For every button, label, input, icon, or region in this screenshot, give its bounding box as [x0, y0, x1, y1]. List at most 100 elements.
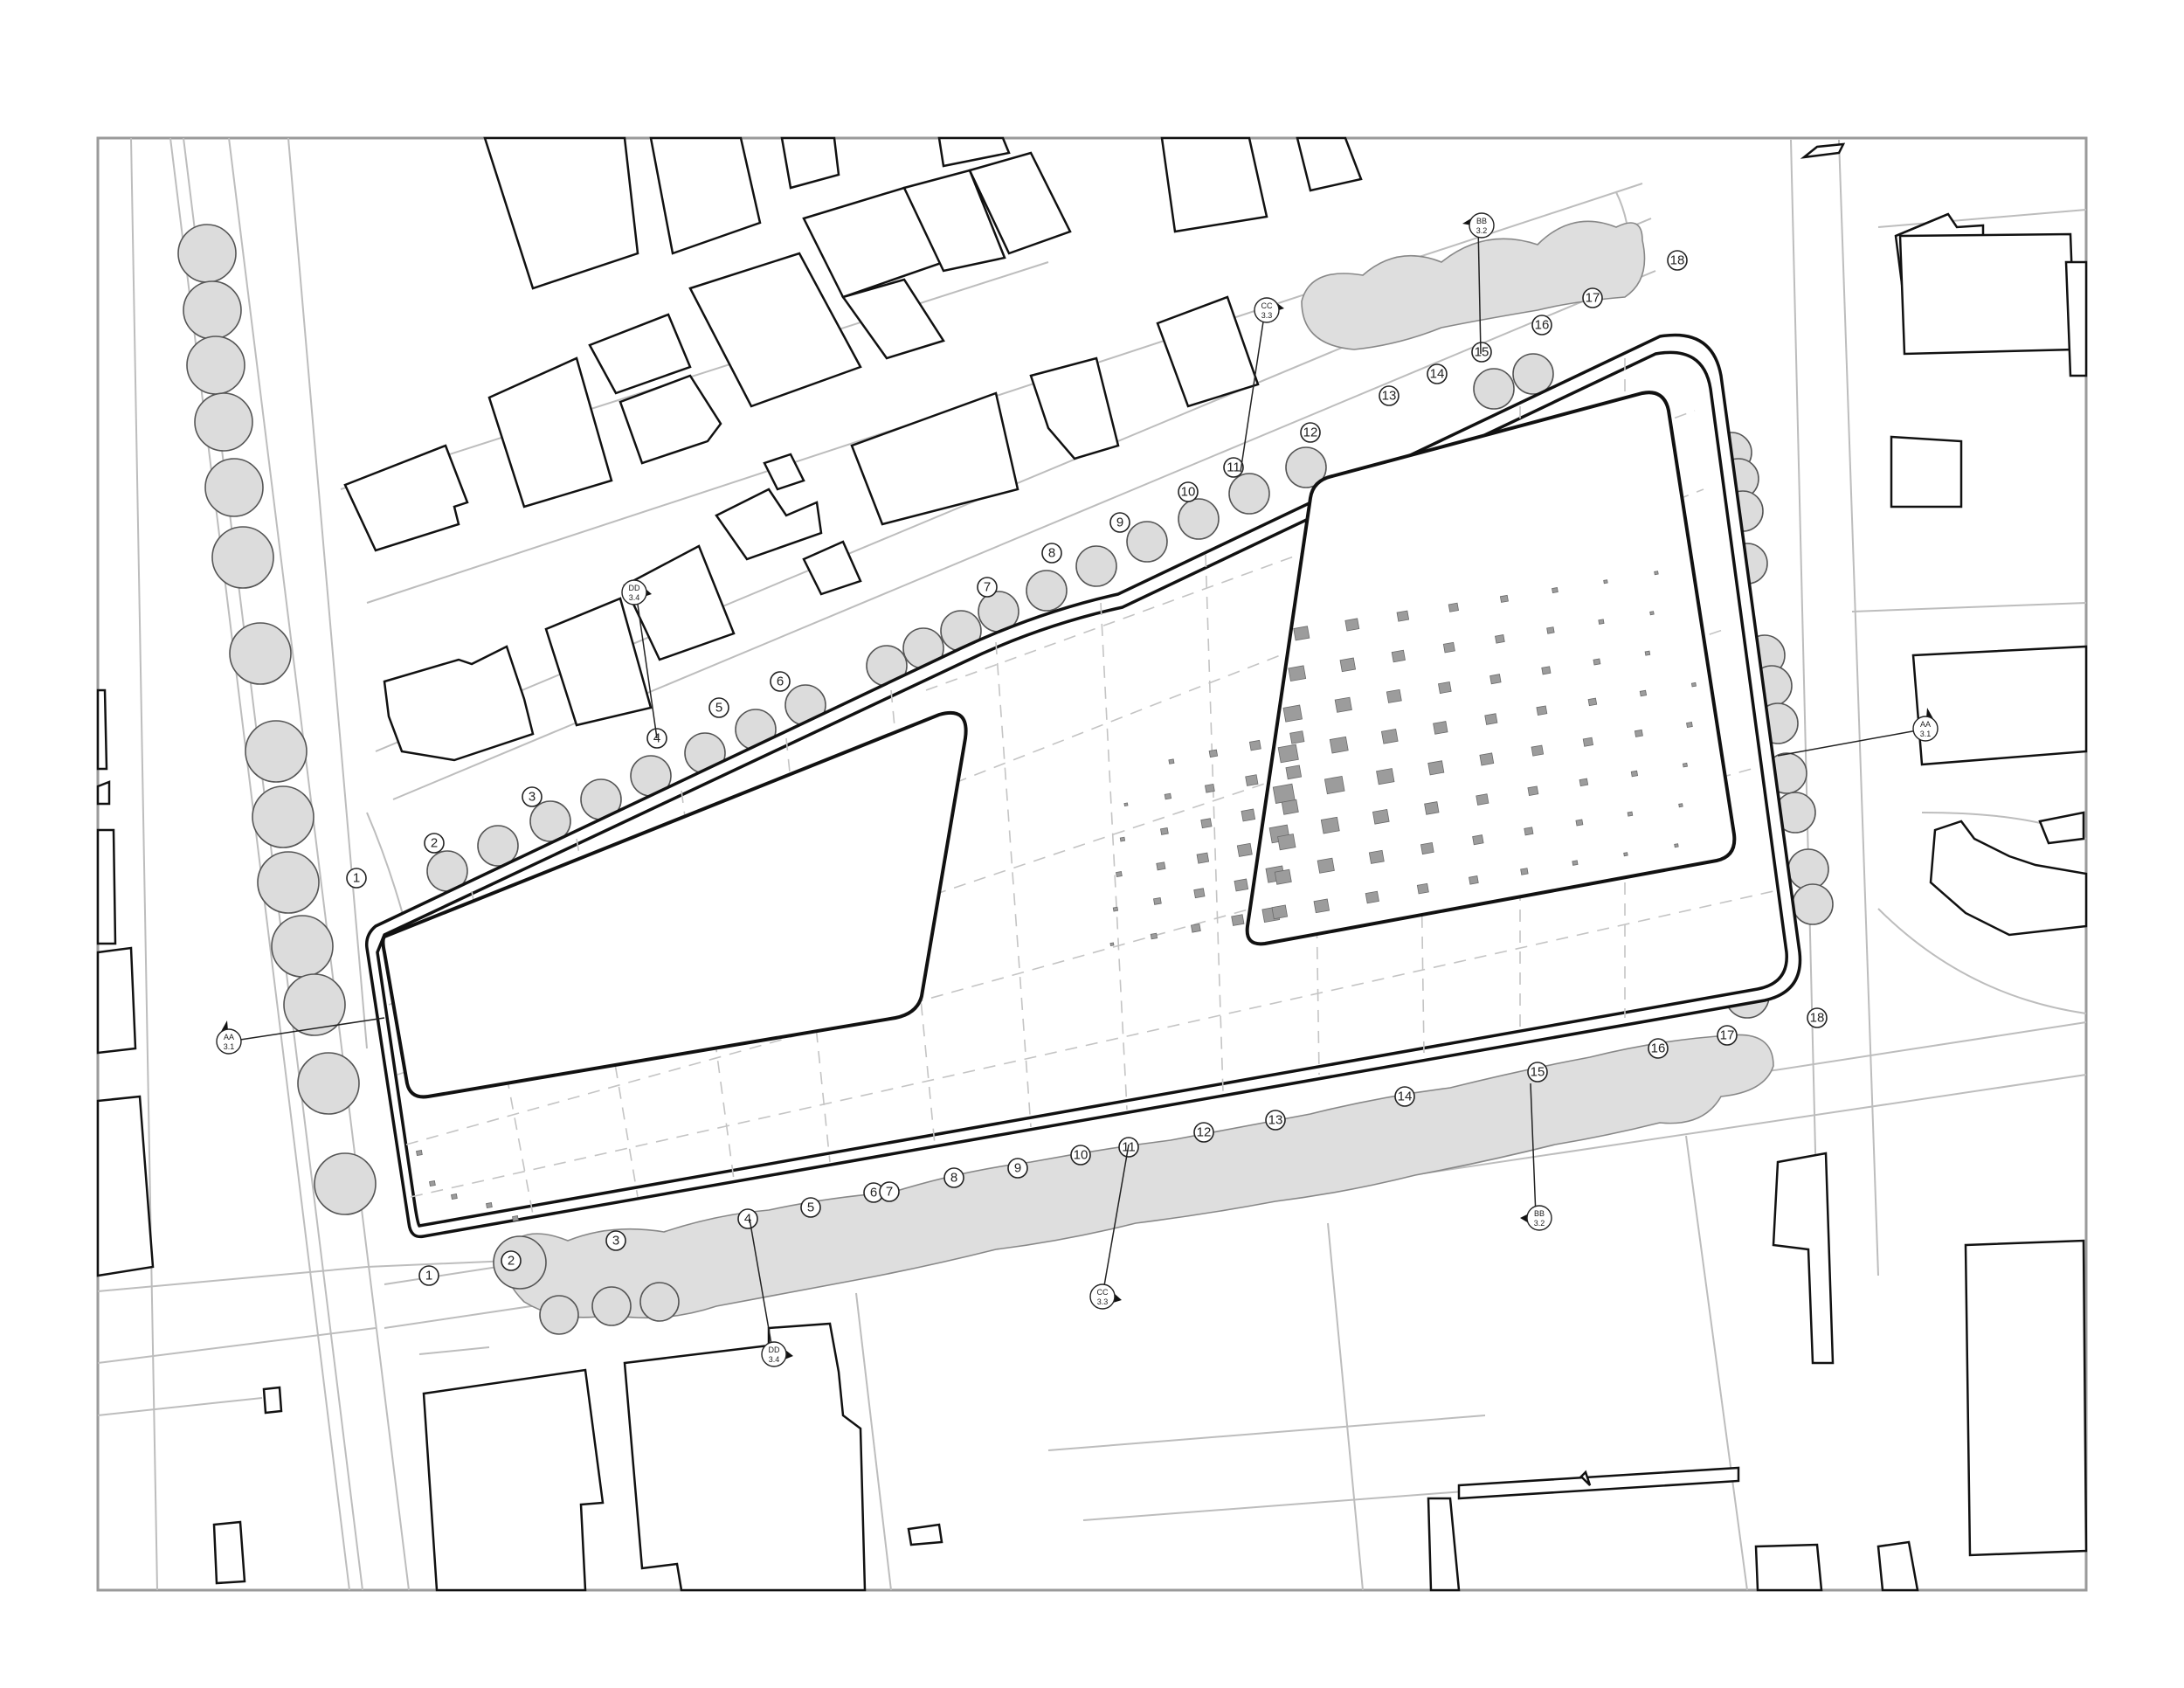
skylight [1339, 657, 1357, 673]
svg-text:CC: CC [1097, 1288, 1109, 1297]
skylight [1248, 739, 1261, 751]
tree-tag-label: 8 [1048, 546, 1055, 561]
skylight [1376, 768, 1395, 785]
skylight [1686, 722, 1693, 729]
skylight [1241, 808, 1256, 822]
skylight [1484, 713, 1498, 725]
tree-tag-label: 6 [777, 675, 784, 689]
skylight [1231, 914, 1245, 926]
skylight [1416, 882, 1429, 895]
skylight [1391, 649, 1406, 663]
skylight [1193, 888, 1206, 899]
tree-tag: 9 [1007, 1158, 1028, 1179]
skylight [1536, 705, 1548, 716]
skylight [1627, 811, 1634, 817]
section-marker-cc-south: CC 3.3 [1089, 1283, 1122, 1310]
tree-tag-label: 16 [1535, 318, 1550, 333]
skylight [1582, 737, 1593, 747]
section-marker-bb-north: BB 3.2 [1462, 212, 1495, 239]
tree-tag: 14 [1394, 1086, 1415, 1107]
tree-tag: 11 [1223, 457, 1244, 478]
tree-tag-label: 17 [1720, 1028, 1735, 1043]
skylight [1344, 618, 1360, 632]
tree-tag-label: 15 [1531, 1065, 1545, 1080]
north-row-trees [426, 353, 1554, 892]
tree-tag: 15 [1471, 342, 1492, 363]
tree-tag: 14 [1427, 363, 1448, 384]
skylight [1634, 729, 1643, 737]
skylight [1271, 904, 1289, 920]
tree-tag-label: 13 [1382, 389, 1397, 404]
skylight [1654, 571, 1659, 576]
skylight [1495, 634, 1505, 644]
skylight [1499, 594, 1509, 603]
skylight [1320, 816, 1340, 834]
skylight [1587, 697, 1598, 707]
skylight [1420, 842, 1434, 855]
tree-tag-label: 2 [508, 1254, 515, 1269]
svg-text:3.2: 3.2 [1476, 226, 1488, 235]
skylight [1433, 721, 1448, 735]
skylight [1372, 808, 1390, 825]
skylight [1164, 792, 1172, 800]
tree-tag-label: 11 [1227, 460, 1241, 475]
svg-text:3.3: 3.3 [1261, 311, 1273, 320]
skylight [1531, 744, 1545, 757]
skylight [1196, 852, 1210, 864]
skylight [1598, 619, 1605, 625]
skylight [1649, 611, 1655, 616]
skylight [1160, 827, 1169, 835]
svg-text:DD: DD [769, 1346, 780, 1354]
skylight [1368, 849, 1385, 864]
skylight [416, 1150, 423, 1157]
tree-tag: 16 [1648, 1038, 1669, 1059]
skylight [1527, 785, 1539, 796]
tree-tag: 5 [708, 697, 729, 718]
skylight [1489, 674, 1502, 685]
svg-text:AA: AA [1920, 720, 1931, 729]
tree-tag-label: 10 [1074, 1148, 1089, 1163]
skylight [1476, 793, 1489, 806]
tree-tag: 10 [1178, 481, 1199, 502]
skylight [1593, 658, 1601, 666]
skylight [1109, 942, 1115, 947]
tree-tag: 1 [418, 1265, 439, 1286]
skylight [1524, 827, 1534, 836]
section-marker-aa-east: AA 3.1 [1912, 708, 1939, 742]
skylight [1552, 587, 1559, 594]
tree-tag: 12 [1193, 1122, 1214, 1143]
tree-tag: 1 [346, 868, 367, 889]
tree-tag-label: 14 [1430, 367, 1445, 382]
section-marker-aa-west: AA 3.1 [216, 1020, 242, 1055]
svg-text:DD: DD [629, 584, 640, 592]
section-marker-cc-north: CC 3.3 [1254, 297, 1284, 323]
skylight [1234, 878, 1249, 892]
tree-tag-label: 9 [1014, 1161, 1021, 1176]
tree-tag: 3 [522, 786, 543, 807]
skylight [1674, 843, 1679, 848]
skylight [1639, 689, 1648, 697]
tree-tag: 4 [737, 1208, 758, 1229]
skylight [1119, 836, 1126, 842]
svg-text:3.1: 3.1 [1920, 730, 1932, 738]
tree-canopy-groves [493, 220, 1774, 1335]
svg-text:3.4: 3.4 [629, 593, 640, 602]
svg-text:CC: CC [1261, 301, 1273, 310]
skylight [1644, 650, 1651, 656]
svg-text:3.3: 3.3 [1097, 1297, 1109, 1306]
tree-tag: 16 [1531, 315, 1552, 336]
skylight [1579, 778, 1589, 787]
skylight [1472, 834, 1484, 846]
skylight [1116, 871, 1123, 878]
tree-tag: 5 [800, 1197, 821, 1218]
skylight [1123, 802, 1129, 807]
skylight [1324, 775, 1345, 795]
skylight [1289, 730, 1305, 744]
tree-tag-label: 9 [1116, 515, 1123, 530]
skylight [1285, 764, 1303, 780]
svg-text:3.4: 3.4 [769, 1355, 780, 1364]
skylight [1168, 758, 1175, 764]
skylight [1334, 696, 1352, 713]
tree-tag: 13 [1265, 1110, 1286, 1131]
